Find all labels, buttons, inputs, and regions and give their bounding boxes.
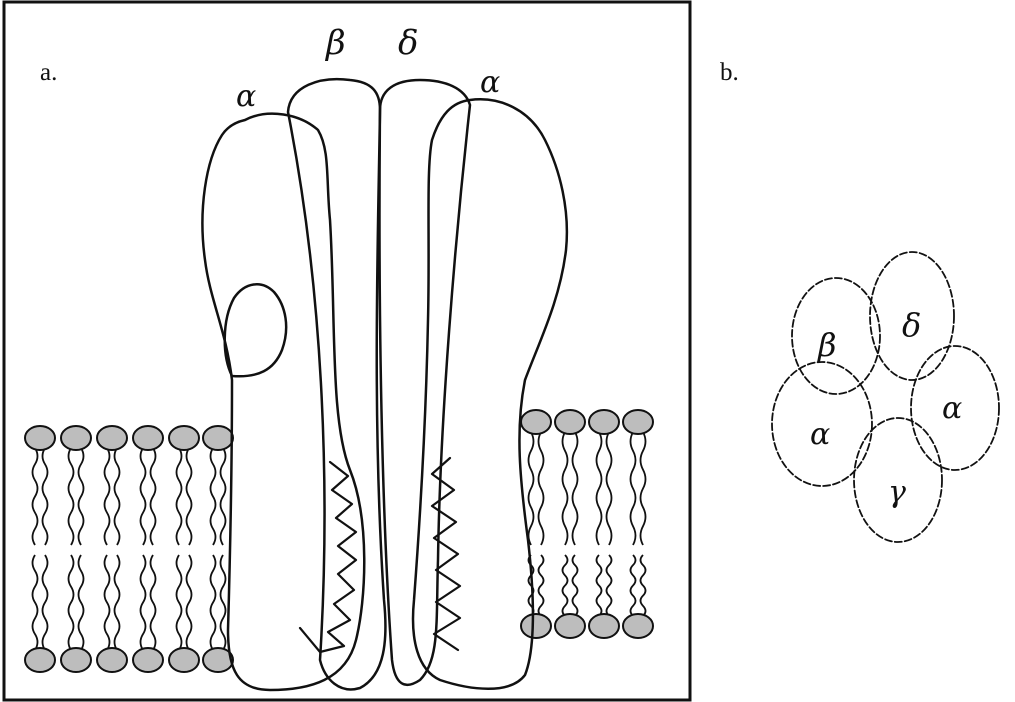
lipid-tail — [211, 448, 216, 545]
lipid-head — [133, 648, 163, 672]
lipid-tail — [529, 432, 534, 545]
lipid-tail — [597, 432, 602, 545]
b-label-alpha-right: α — [942, 391, 962, 426]
panel-a-label: a. — [40, 59, 57, 86]
lipid-tail — [177, 448, 182, 545]
lipid-head — [555, 410, 585, 434]
lipid-tail — [115, 555, 120, 650]
lipid-head — [61, 426, 91, 450]
lipid-tail — [115, 448, 120, 545]
lipid-head — [521, 614, 551, 638]
b-label-alpha-left: α — [810, 417, 830, 452]
lipid-tail — [151, 555, 156, 650]
lipid-tail — [631, 432, 636, 545]
lipid-tail — [597, 555, 602, 616]
alpha-left-pocket — [225, 284, 286, 376]
lipid-tail — [187, 448, 192, 545]
label-delta: δ — [398, 23, 418, 63]
lipid-head — [589, 410, 619, 434]
lipid-tail — [563, 432, 568, 545]
lipid-head — [623, 614, 653, 638]
lipid-head — [623, 410, 653, 434]
lipid-tail — [641, 432, 646, 545]
alpha-left-helix — [300, 462, 356, 652]
alpha-subunit-left — [202, 114, 364, 690]
lipid-tail — [539, 432, 544, 545]
lipid-head — [25, 648, 55, 672]
lipid-tail — [43, 555, 48, 650]
lipid-tail — [573, 432, 578, 545]
lipid-tail — [211, 555, 216, 650]
lipid-head — [521, 410, 551, 434]
lipid-tail — [631, 555, 636, 616]
delta-subunit — [380, 80, 471, 685]
label-alpha-left: α — [236, 79, 256, 114]
lipid-tail — [33, 555, 38, 650]
lipid-tail — [69, 555, 74, 650]
lipid-tail — [151, 448, 156, 545]
lipid-tail — [187, 555, 192, 650]
lipid-tail — [641, 555, 646, 616]
b-label-delta: δ — [902, 306, 921, 344]
panel-b-label: b. — [720, 59, 739, 86]
lipid-tail — [177, 555, 182, 650]
lipid-head — [133, 426, 163, 450]
lipid-head — [203, 426, 233, 450]
lipid-tail — [221, 555, 226, 650]
lipid-head — [97, 648, 127, 672]
lipid-head — [169, 648, 199, 672]
lipid-tail — [69, 448, 74, 545]
lipid-tail — [141, 555, 146, 650]
lipid-tail — [539, 555, 544, 616]
lipid-tail — [79, 555, 84, 650]
lipid-tail — [607, 555, 612, 616]
lipid-head — [555, 614, 585, 638]
lipid-tail — [105, 448, 110, 545]
lipid-tail — [573, 555, 578, 616]
label-alpha-right: α — [480, 65, 500, 100]
lipid-head — [589, 614, 619, 638]
lipid-head — [25, 426, 55, 450]
b-label-gamma: γ — [888, 475, 906, 510]
lipid-tail — [79, 448, 84, 545]
lipid-tail — [221, 448, 226, 545]
lipid-tail — [141, 448, 146, 545]
lipid-tail — [105, 555, 110, 650]
lipid-head — [97, 426, 127, 450]
lipid-tail — [563, 555, 568, 616]
lipid-head — [61, 648, 91, 672]
lipid-bilayer — [25, 410, 653, 672]
lipid-tail — [33, 448, 38, 545]
b-label-beta: β — [817, 326, 837, 364]
panel-b: b. β δ α α γ — [720, 59, 999, 542]
panel-a: a. α β δ α — [4, 2, 690, 700]
lipid-head — [169, 426, 199, 450]
lipid-tail — [43, 448, 48, 545]
label-beta: β — [324, 23, 346, 63]
lipid-tail — [607, 432, 612, 545]
